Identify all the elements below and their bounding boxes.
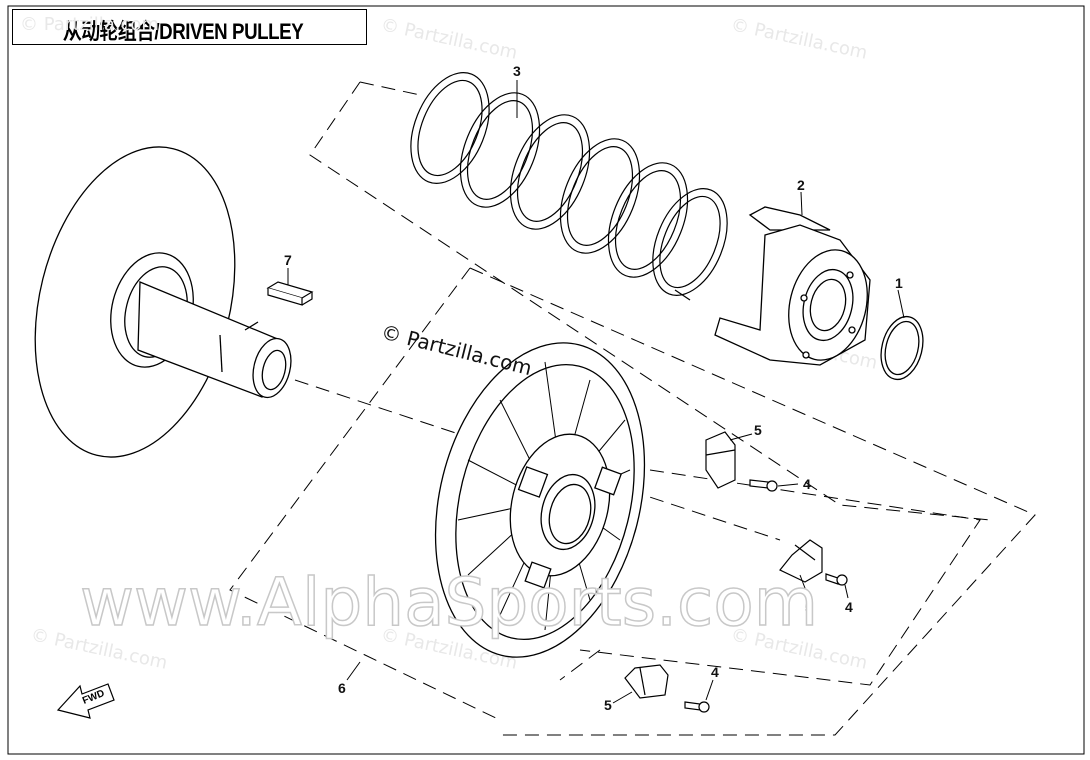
circlip-part-1 <box>880 315 924 381</box>
title-box: 从动轮组合/DRIVEN PULLEY <box>12 9 367 45</box>
slider-5a <box>705 431 736 489</box>
wm-3: © Partzilla.com <box>729 14 869 63</box>
fwd-arrow: FWD <box>56 683 115 719</box>
callout-2: 2 <box>797 177 805 193</box>
spring-part-3 <box>410 72 728 301</box>
callout-5b: 5 <box>805 599 813 615</box>
callout-5c: 5 <box>604 697 612 713</box>
callout-1: 1 <box>895 275 903 291</box>
spring-axis-line <box>309 81 991 521</box>
cam-part-2 <box>714 206 871 366</box>
movable-sheave-part-6 <box>434 342 646 658</box>
slider-5c <box>624 664 669 699</box>
diagram-title: 从动轮组合/DRIVEN PULLEY <box>63 19 304 44</box>
wm-1: © Partzilla.com <box>20 14 159 35</box>
outer-border <box>7 5 1085 755</box>
key-part-7 <box>266 281 314 306</box>
slider-5b <box>779 539 823 583</box>
callout-4a: 4 <box>803 476 811 492</box>
leader-lines <box>287 80 905 704</box>
callout-7: 7 <box>284 252 292 268</box>
callout-4c: 4 <box>711 664 719 680</box>
callout-4b: 4 <box>845 599 853 615</box>
wm-alphasports: www.AlphaSports.com <box>80 564 818 641</box>
bolt-4b <box>825 573 848 586</box>
bolt-4c <box>684 701 710 713</box>
wm-center: © Partzilla.com <box>379 320 535 381</box>
callout-3: 3 <box>513 63 521 79</box>
fixed-sheave <box>34 146 292 458</box>
callout-6: 6 <box>338 680 346 696</box>
callout-5a: 5 <box>754 422 762 438</box>
bolt-4a <box>749 479 778 492</box>
wm-2: © Partzilla.com <box>379 14 519 63</box>
